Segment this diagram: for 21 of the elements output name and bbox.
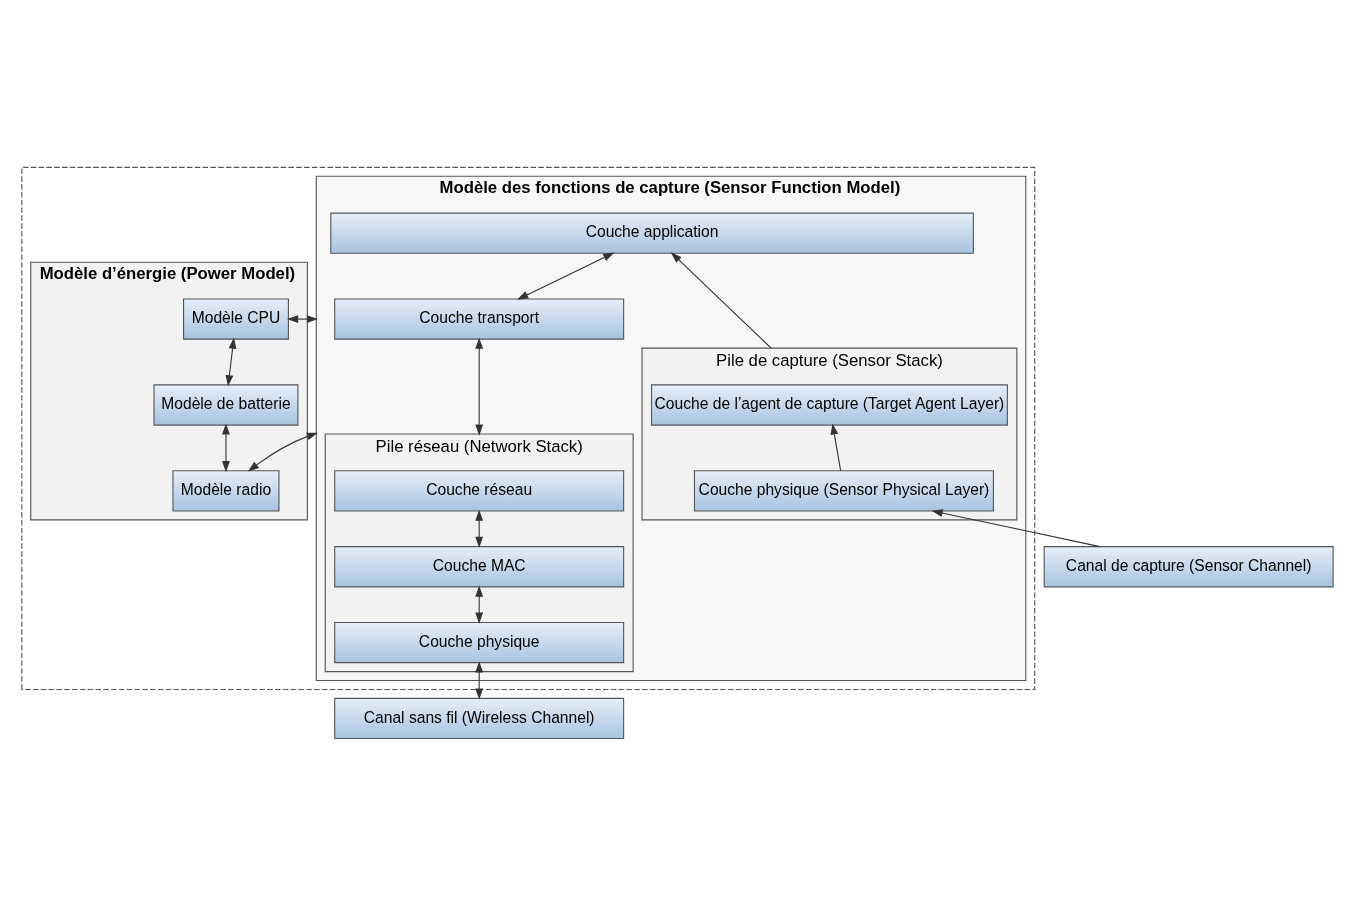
arrow xyxy=(517,252,615,300)
arrow xyxy=(222,423,230,473)
node-box: Couche application xyxy=(330,212,974,254)
node-box: Couche réseau xyxy=(334,470,625,512)
arrow xyxy=(931,509,1101,548)
arrow xyxy=(287,315,318,323)
node-box: Couche physique (Sensor Physical Layer) xyxy=(693,470,994,512)
node-box: Modèle de batterie xyxy=(153,384,299,426)
arrow xyxy=(475,337,484,436)
node-box: Modèle CPU xyxy=(183,298,289,340)
node-box: Couche physique xyxy=(334,621,625,664)
node-box: Couche de l’agent de capture (Target Agent Layer) xyxy=(650,384,1008,426)
arrow xyxy=(225,337,237,387)
node-box: Canal sans fil (Wireless Channel) xyxy=(334,697,625,740)
node-box: Modèle radio xyxy=(172,470,280,512)
node-box: Couche transport xyxy=(334,298,625,340)
arrow xyxy=(670,252,772,349)
node-box: Canal de capture (Sensor Channel) xyxy=(1043,546,1334,588)
arrow xyxy=(830,423,842,472)
node-box: Couche MAC xyxy=(334,546,625,588)
arrow xyxy=(247,432,318,472)
